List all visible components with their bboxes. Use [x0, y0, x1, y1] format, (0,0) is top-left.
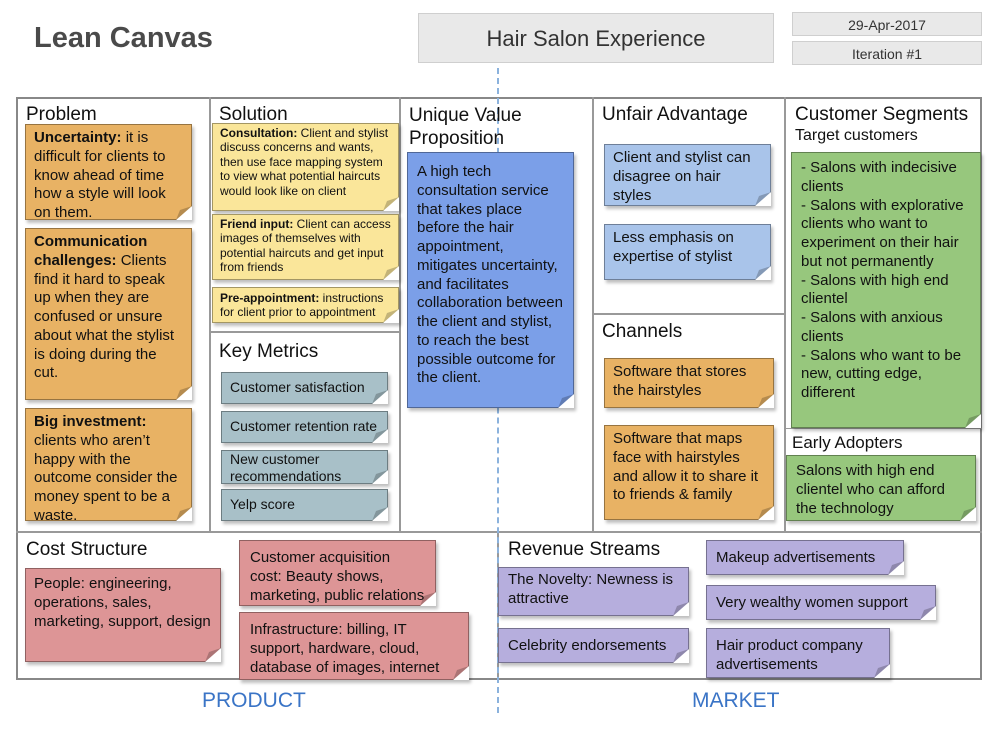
iteration-field: Iteration #1 — [792, 41, 982, 65]
note-text: Client can access images of themselves w… — [220, 217, 391, 275]
note-fold-corner — [960, 507, 976, 521]
date-field: 29-Apr-2017 — [792, 12, 982, 36]
unfair-advantage-note[interactable]: Client and stylist can disagree on hair … — [604, 144, 771, 206]
uvp-heading: Unique Value Proposition — [409, 105, 522, 149]
unfair-advantage-heading: Unfair Advantage — [602, 104, 748, 125]
note-fold-corner — [755, 266, 771, 280]
early-adopters-heading: Early Adopters — [792, 433, 903, 452]
key-metric-note[interactable]: Customer retention rate — [221, 411, 388, 443]
cost-note[interactable]: People: engineering, operations, sales, … — [25, 568, 221, 662]
problem-note[interactable]: Uncertainty: it is difficult for clients… — [25, 124, 192, 221]
note-bold: Uncertainty: — [34, 129, 122, 146]
channel-note[interactable]: Software that maps face with hairstyles … — [604, 425, 774, 520]
note-fold-corner — [758, 394, 774, 408]
revenue-note[interactable]: Very wealthy women support — [706, 585, 936, 620]
solution-note[interactable]: Pre-appointment: instructions for client… — [212, 287, 399, 323]
note-fold-corner — [383, 309, 399, 323]
revenue-note[interactable]: Celebrity endorsements — [498, 628, 689, 663]
channel-note[interactable]: Software that stores the hairstyles — [604, 358, 774, 408]
note-fold-corner — [874, 664, 890, 678]
solution-note[interactable]: Consultation: Client and stylist discuss… — [212, 123, 399, 211]
solution-heading: Solution — [219, 104, 288, 125]
project-name: Hair Salon Experience — [418, 13, 774, 63]
note-fold-corner — [558, 394, 574, 408]
note-fold-corner — [372, 507, 388, 521]
divider-advantage-channels — [592, 313, 785, 315]
revenue-note[interactable]: Makeup advertisements — [706, 540, 904, 575]
solution-note[interactable]: Friend input: Client can access images o… — [212, 214, 399, 280]
note-fold-corner — [420, 592, 436, 606]
note-fold-corner — [383, 197, 399, 211]
note-text: it is difficult for clients to know ahea… — [34, 129, 166, 221]
problem-note[interactable]: Communication challenges: Clients find i… — [25, 228, 192, 400]
customer-segments-heading: Customer Segments — [795, 104, 969, 125]
note-fold-corner — [205, 648, 221, 662]
note-fold-corner — [176, 206, 192, 220]
problem-note[interactable]: Big investment: clients who aren’t happy… — [25, 408, 192, 524]
note-bold: Communication challenges: — [34, 233, 148, 269]
customer-segments-note[interactable]: - Salons with indecisive clients - Salon… — [791, 152, 981, 428]
note-fold-corner — [383, 266, 399, 280]
key-metric-note[interactable]: Yelp score — [221, 489, 388, 521]
note-text: Clients find it hard to speak up when th… — [34, 251, 175, 382]
target-customers-subheading: Target customers — [795, 127, 918, 144]
divider-segments-adopters — [784, 428, 982, 429]
note-fold-corner — [372, 429, 388, 443]
note-fold-corner — [176, 507, 192, 521]
early-adopters-note[interactable]: Salons with high end clientel who can af… — [786, 455, 976, 521]
note-text: instructions for client prior to appoint… — [220, 291, 384, 320]
note-fold-corner — [758, 506, 774, 520]
unfair-advantage-note[interactable]: Less emphasis on expertise of stylist — [604, 224, 771, 280]
note-bold: Friend input: — [220, 217, 294, 231]
note-fold-corner — [372, 390, 388, 404]
canvas-title: Lean Canvas — [34, 22, 213, 54]
note-fold-corner — [453, 666, 469, 680]
note-bold: Pre-appointment: — [220, 291, 320, 305]
note-text: Client and stylist discuss concerns and … — [220, 126, 389, 198]
cost-note[interactable]: Customer acquisition cost: Beauty shows,… — [239, 540, 436, 606]
note-fold-corner — [888, 561, 904, 575]
note-fold-corner — [920, 606, 936, 620]
product-label: PRODUCT — [202, 689, 306, 712]
note-bold: Big investment: — [34, 413, 147, 430]
revenue-streams-heading: Revenue Streams — [508, 539, 661, 560]
note-bold: Consultation: — [220, 126, 298, 140]
divider-solution-metrics — [209, 331, 400, 333]
key-metrics-heading: Key Metrics — [219, 341, 319, 362]
divider-solution-uvp — [399, 97, 401, 532]
note-fold-corner — [673, 602, 689, 616]
cost-structure-heading: Cost Structure — [26, 539, 148, 560]
divider-problem-solution — [209, 97, 211, 532]
key-metric-note[interactable]: New customer recommendations — [221, 450, 388, 484]
revenue-note[interactable]: Hair product company advertisements — [706, 628, 890, 678]
note-fold-corner — [965, 414, 981, 428]
divider-advantage-segments — [784, 97, 786, 532]
note-fold-corner — [673, 649, 689, 663]
cost-note[interactable]: Infrastructure: billing, IT support, har… — [239, 612, 469, 680]
divider-top-bottom — [16, 531, 982, 533]
note-text: clients who aren’t happy with the outcom… — [34, 431, 178, 524]
note-fold-corner — [176, 386, 192, 400]
problem-heading: Problem — [26, 104, 97, 125]
uvp-note[interactable]: A high tech consultation service that ta… — [407, 152, 574, 408]
note-fold-corner — [372, 470, 388, 484]
revenue-note[interactable]: The Novelty: Newness is attractive — [498, 567, 689, 616]
note-fold-corner — [755, 192, 771, 206]
channels-heading: Channels — [602, 321, 683, 342]
key-metric-note[interactable]: Customer satisfaction — [221, 372, 388, 404]
market-label: MARKET — [692, 689, 780, 712]
